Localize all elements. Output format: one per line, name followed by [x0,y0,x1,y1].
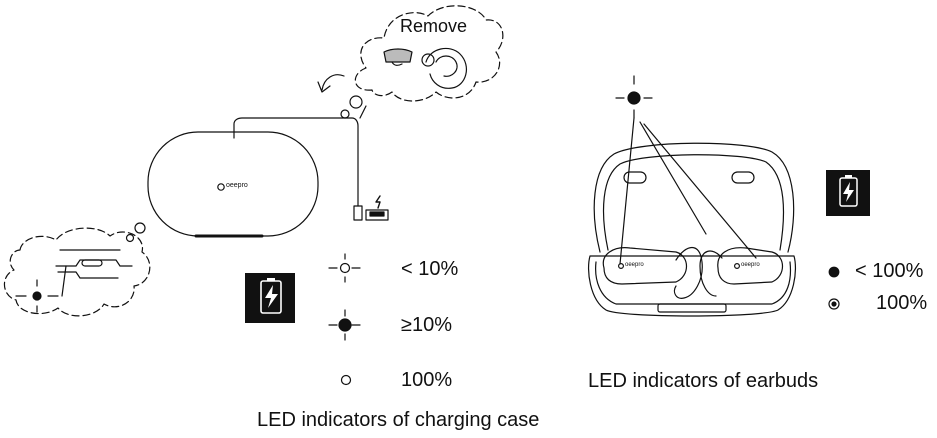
port-zoom-bubble [3,227,151,317]
earbud-battery-charging-icon [826,170,870,216]
earbud-legend-full-text: 100% [876,292,928,314]
case-brand-logo: oeepro [226,182,248,189]
earbud-brand-logo-left: oeepro [625,262,644,268]
earbuds-case-lid [593,142,795,253]
earbud-brand-logo-right: oeepro [741,262,760,268]
earbuds-case-base [587,255,797,317]
remove-thought-bubble [354,5,504,102]
case-port-detail [55,249,133,297]
case-logo-icon [217,183,225,191]
lid-slot-right [731,171,755,184]
lid-slot-left [623,171,647,184]
earbud-legend-charging-text: < 100% [855,260,924,282]
battery-charging-icon [245,273,295,323]
earbud-legend-charging-led-icon [828,266,840,278]
lightning-icon [375,195,381,209]
case-led-blinking-icon [15,279,59,313]
case-legend-mid-text: ≥10% [401,314,453,336]
charging-case-cable [233,117,359,207]
thought-dot-large [349,95,363,109]
led-pointer-lines [619,117,757,265]
earbuds-case-led-icon [615,75,653,119]
usb-c-plug [353,205,363,221]
earbud-left [602,246,703,299]
case-legend-caption: LED indicators of charging case [257,409,540,431]
earbud-removal-icon [383,47,468,89]
earbud-legend-full-led-icon [828,298,840,310]
earbud-legend-caption: LED indicators of earbuds [588,370,819,392]
thought-dot-small [340,109,350,119]
legend-full-led-icon [340,374,352,386]
case-legend-low-text: < 10% [401,258,459,280]
remove-label: Remove [400,16,468,36]
usb-port-icon [365,209,389,221]
legend-mid-led-icon [328,309,361,341]
earbud-right [699,247,784,297]
legend-low-led-icon [328,253,361,283]
case-legend-full-text: 100% [401,369,453,391]
rotate-arrow-icon [317,74,345,93]
